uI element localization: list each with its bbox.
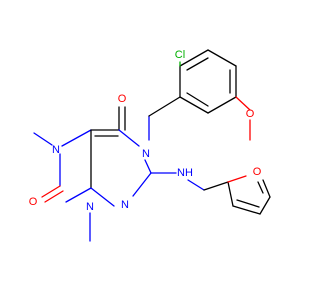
carbonyl-oxygen-bottom-label: O <box>29 196 38 208</box>
chlorine-atom-label: Cl <box>175 49 185 61</box>
bonds <box>33 49 271 242</box>
molecule-structure: Cl O O O O N N N N NH <box>29 49 271 242</box>
amine-nh-label: NH <box>177 167 193 179</box>
carbonyl-oxygen-top-label: O <box>118 93 127 105</box>
methoxy-oxygen-label: O <box>246 108 255 120</box>
nitrogen-n3-label: N <box>86 201 94 213</box>
nitrogen-n7-label: N <box>142 148 150 160</box>
furan-oxygen-label: O <box>253 166 262 178</box>
nitrogen-n9-label: N <box>121 199 129 211</box>
nitrogen-n1-label: N <box>52 144 60 156</box>
atom-labels: Cl O O O O N N N N NH <box>29 49 262 213</box>
